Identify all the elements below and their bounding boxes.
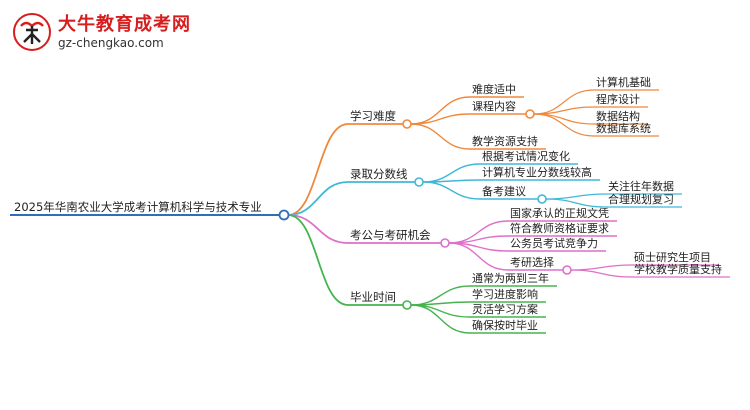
child-label: 备考建议 bbox=[482, 184, 526, 198]
child-connector bbox=[410, 304, 471, 334]
root-node bbox=[278, 209, 290, 221]
grandchild-connector bbox=[533, 113, 595, 125]
child-node bbox=[562, 265, 572, 275]
grandchild-label: 数据库系统 bbox=[596, 121, 651, 135]
child-label: 课程内容 bbox=[472, 99, 516, 113]
grandchild-label: 硕士研究生项目 bbox=[634, 250, 711, 264]
child-label: 难度适中 bbox=[472, 82, 516, 96]
child-label: 通常为两到三年 bbox=[472, 271, 549, 285]
grandchild-label: 关注往年数据 bbox=[608, 179, 674, 193]
grandchild-connector bbox=[545, 198, 607, 208]
child-label: 教学资源支持 bbox=[472, 134, 538, 148]
branch-node bbox=[414, 177, 424, 187]
child-connector bbox=[410, 96, 471, 125]
branch-label: 毕业时间 bbox=[350, 290, 396, 304]
bull-logo-icon bbox=[13, 13, 51, 51]
site-logo[interactable]: 大牛教育成考网 gz-chengkao.com bbox=[10, 8, 260, 56]
child-label: 确保按时毕业 bbox=[472, 318, 538, 332]
child-node bbox=[537, 194, 547, 204]
branch-node bbox=[402, 300, 412, 310]
child-label: 符合教师资格证要求 bbox=[510, 221, 609, 235]
child-label: 灵活学习方案 bbox=[472, 302, 538, 316]
grandchild-label: 数据结构 bbox=[596, 109, 640, 123]
grandchild-label: 计算机基础 bbox=[596, 75, 651, 89]
child-label: 计算机专业分数线较高 bbox=[482, 165, 592, 179]
branch-label: 录取分数线 bbox=[350, 167, 408, 181]
grandchild-connector bbox=[570, 269, 633, 278]
branch-connector bbox=[287, 214, 349, 306]
branch-connector bbox=[287, 123, 349, 216]
grandchild-connector bbox=[545, 193, 607, 200]
child-connector bbox=[410, 304, 471, 318]
child-connector bbox=[410, 113, 471, 125]
branch-label: 考公与考研机会 bbox=[350, 228, 431, 242]
child-label: 学习进度影响 bbox=[472, 287, 538, 301]
branch-connector bbox=[287, 181, 349, 216]
branch-label: 学习难度 bbox=[350, 109, 396, 123]
grandchild-label: 学校教学质量支持 bbox=[634, 262, 722, 276]
child-label: 考研选择 bbox=[510, 255, 554, 269]
child-connector bbox=[422, 181, 481, 200]
grandchild-connector bbox=[533, 113, 595, 137]
child-node bbox=[525, 109, 535, 119]
child-label: 公务员考试竞争力 bbox=[510, 236, 598, 250]
site-title: 大牛教育成考网 bbox=[58, 14, 191, 35]
child-connector bbox=[422, 163, 481, 183]
grandchild-label: 程序设计 bbox=[596, 92, 640, 106]
child-label: 国家承认的正规文凭 bbox=[510, 206, 609, 220]
branch-node bbox=[440, 238, 450, 248]
branch-connector bbox=[287, 214, 349, 244]
child-connector bbox=[448, 242, 509, 271]
grandchild-connector bbox=[570, 264, 633, 271]
site-url: gz-chengkao.com bbox=[58, 36, 164, 50]
child-connector bbox=[410, 301, 471, 306]
grandchild-label: 合理规划复习 bbox=[608, 192, 674, 206]
child-connector bbox=[410, 123, 471, 150]
branch-node bbox=[402, 119, 412, 129]
child-label: 根据考试情况变化 bbox=[482, 149, 570, 163]
root-label: 2025年华南农业大学成考计算机科学与技术专业 bbox=[14, 200, 262, 214]
